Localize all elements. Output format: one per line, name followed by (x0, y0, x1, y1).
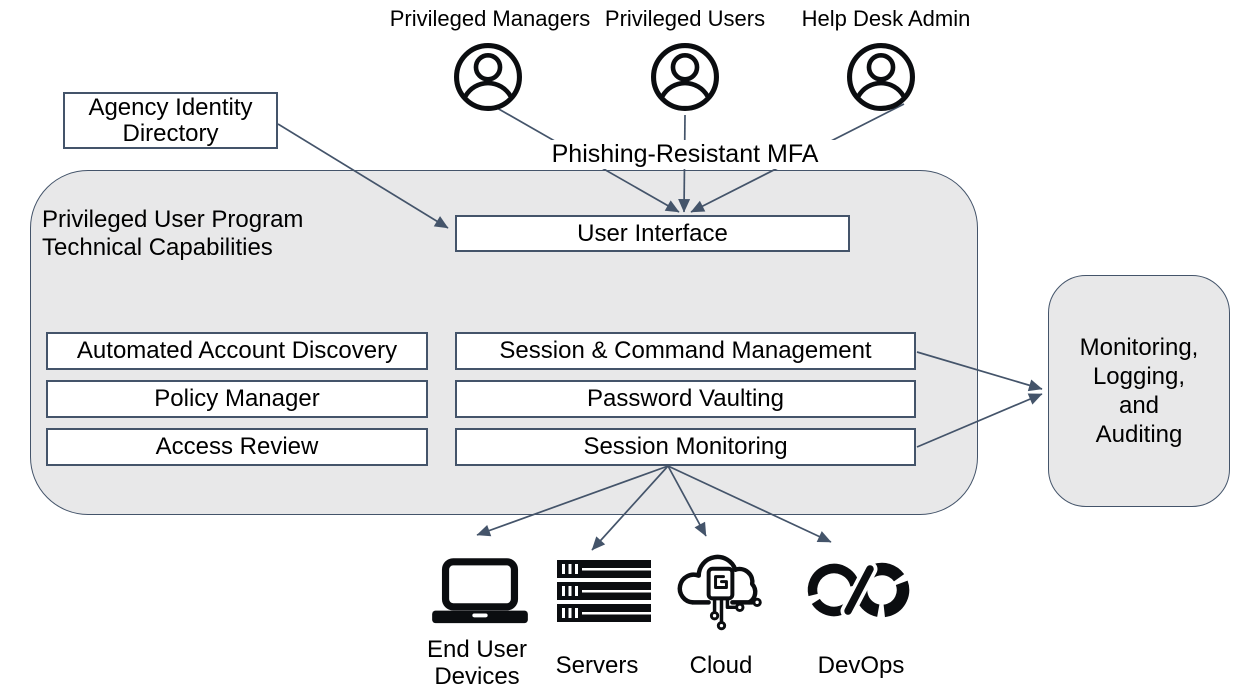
phishing-resistant-mfa-label: Phishing-Resistant MFA (525, 140, 845, 169)
cloud-circuit-icon (677, 554, 762, 631)
servers-icon (557, 560, 651, 622)
user-circle-icon (454, 43, 522, 111)
program-title-line: Technical Capabilities (42, 234, 273, 261)
capability-box-access-review: Access Review (46, 428, 428, 466)
mla-line: Monitoring, (1079, 334, 1199, 361)
mla-line: Auditing (1095, 421, 1183, 448)
user-circle-icon (651, 43, 719, 111)
capability-box-automated-account-discovery: Automated Account Discovery (46, 332, 428, 370)
capability-box-password-vaulting: Password Vaulting (455, 380, 916, 418)
user-interface-box: User Interface (455, 215, 850, 252)
agency-identity-directory-box: Agency Identity Directory (63, 92, 278, 149)
mla-line: and (1118, 392, 1160, 419)
monitoring-logging-auditing-box: Monitoring, Logging, and Auditing (1048, 275, 1230, 507)
target-label-devops: DevOps (817, 652, 905, 679)
program-title-line: Privileged User Program (42, 206, 304, 233)
target-label-cloud: Cloud (689, 652, 753, 679)
actor-label-privileged-managers: Privileged Managers (389, 6, 591, 31)
target-label-end-user-devices: End User Devices (426, 636, 528, 690)
program-title: Privileged User Program Technical Capabi… (42, 206, 372, 262)
laptop-icon (432, 558, 528, 624)
capability-box-session-monitoring: Session Monitoring (455, 428, 916, 466)
capability-box-session-command-management: Session & Command Management (455, 332, 916, 370)
user-circle-icon (847, 43, 915, 111)
mla-line: Logging, (1092, 363, 1186, 390)
devops-infinity-icon (807, 561, 910, 619)
target-label-servers: Servers (555, 652, 639, 679)
actor-label-help-desk-admin: Help Desk Admin (801, 6, 971, 31)
actor-label-privileged-users: Privileged Users (604, 6, 766, 31)
capability-box-policy-manager: Policy Manager (46, 380, 428, 418)
